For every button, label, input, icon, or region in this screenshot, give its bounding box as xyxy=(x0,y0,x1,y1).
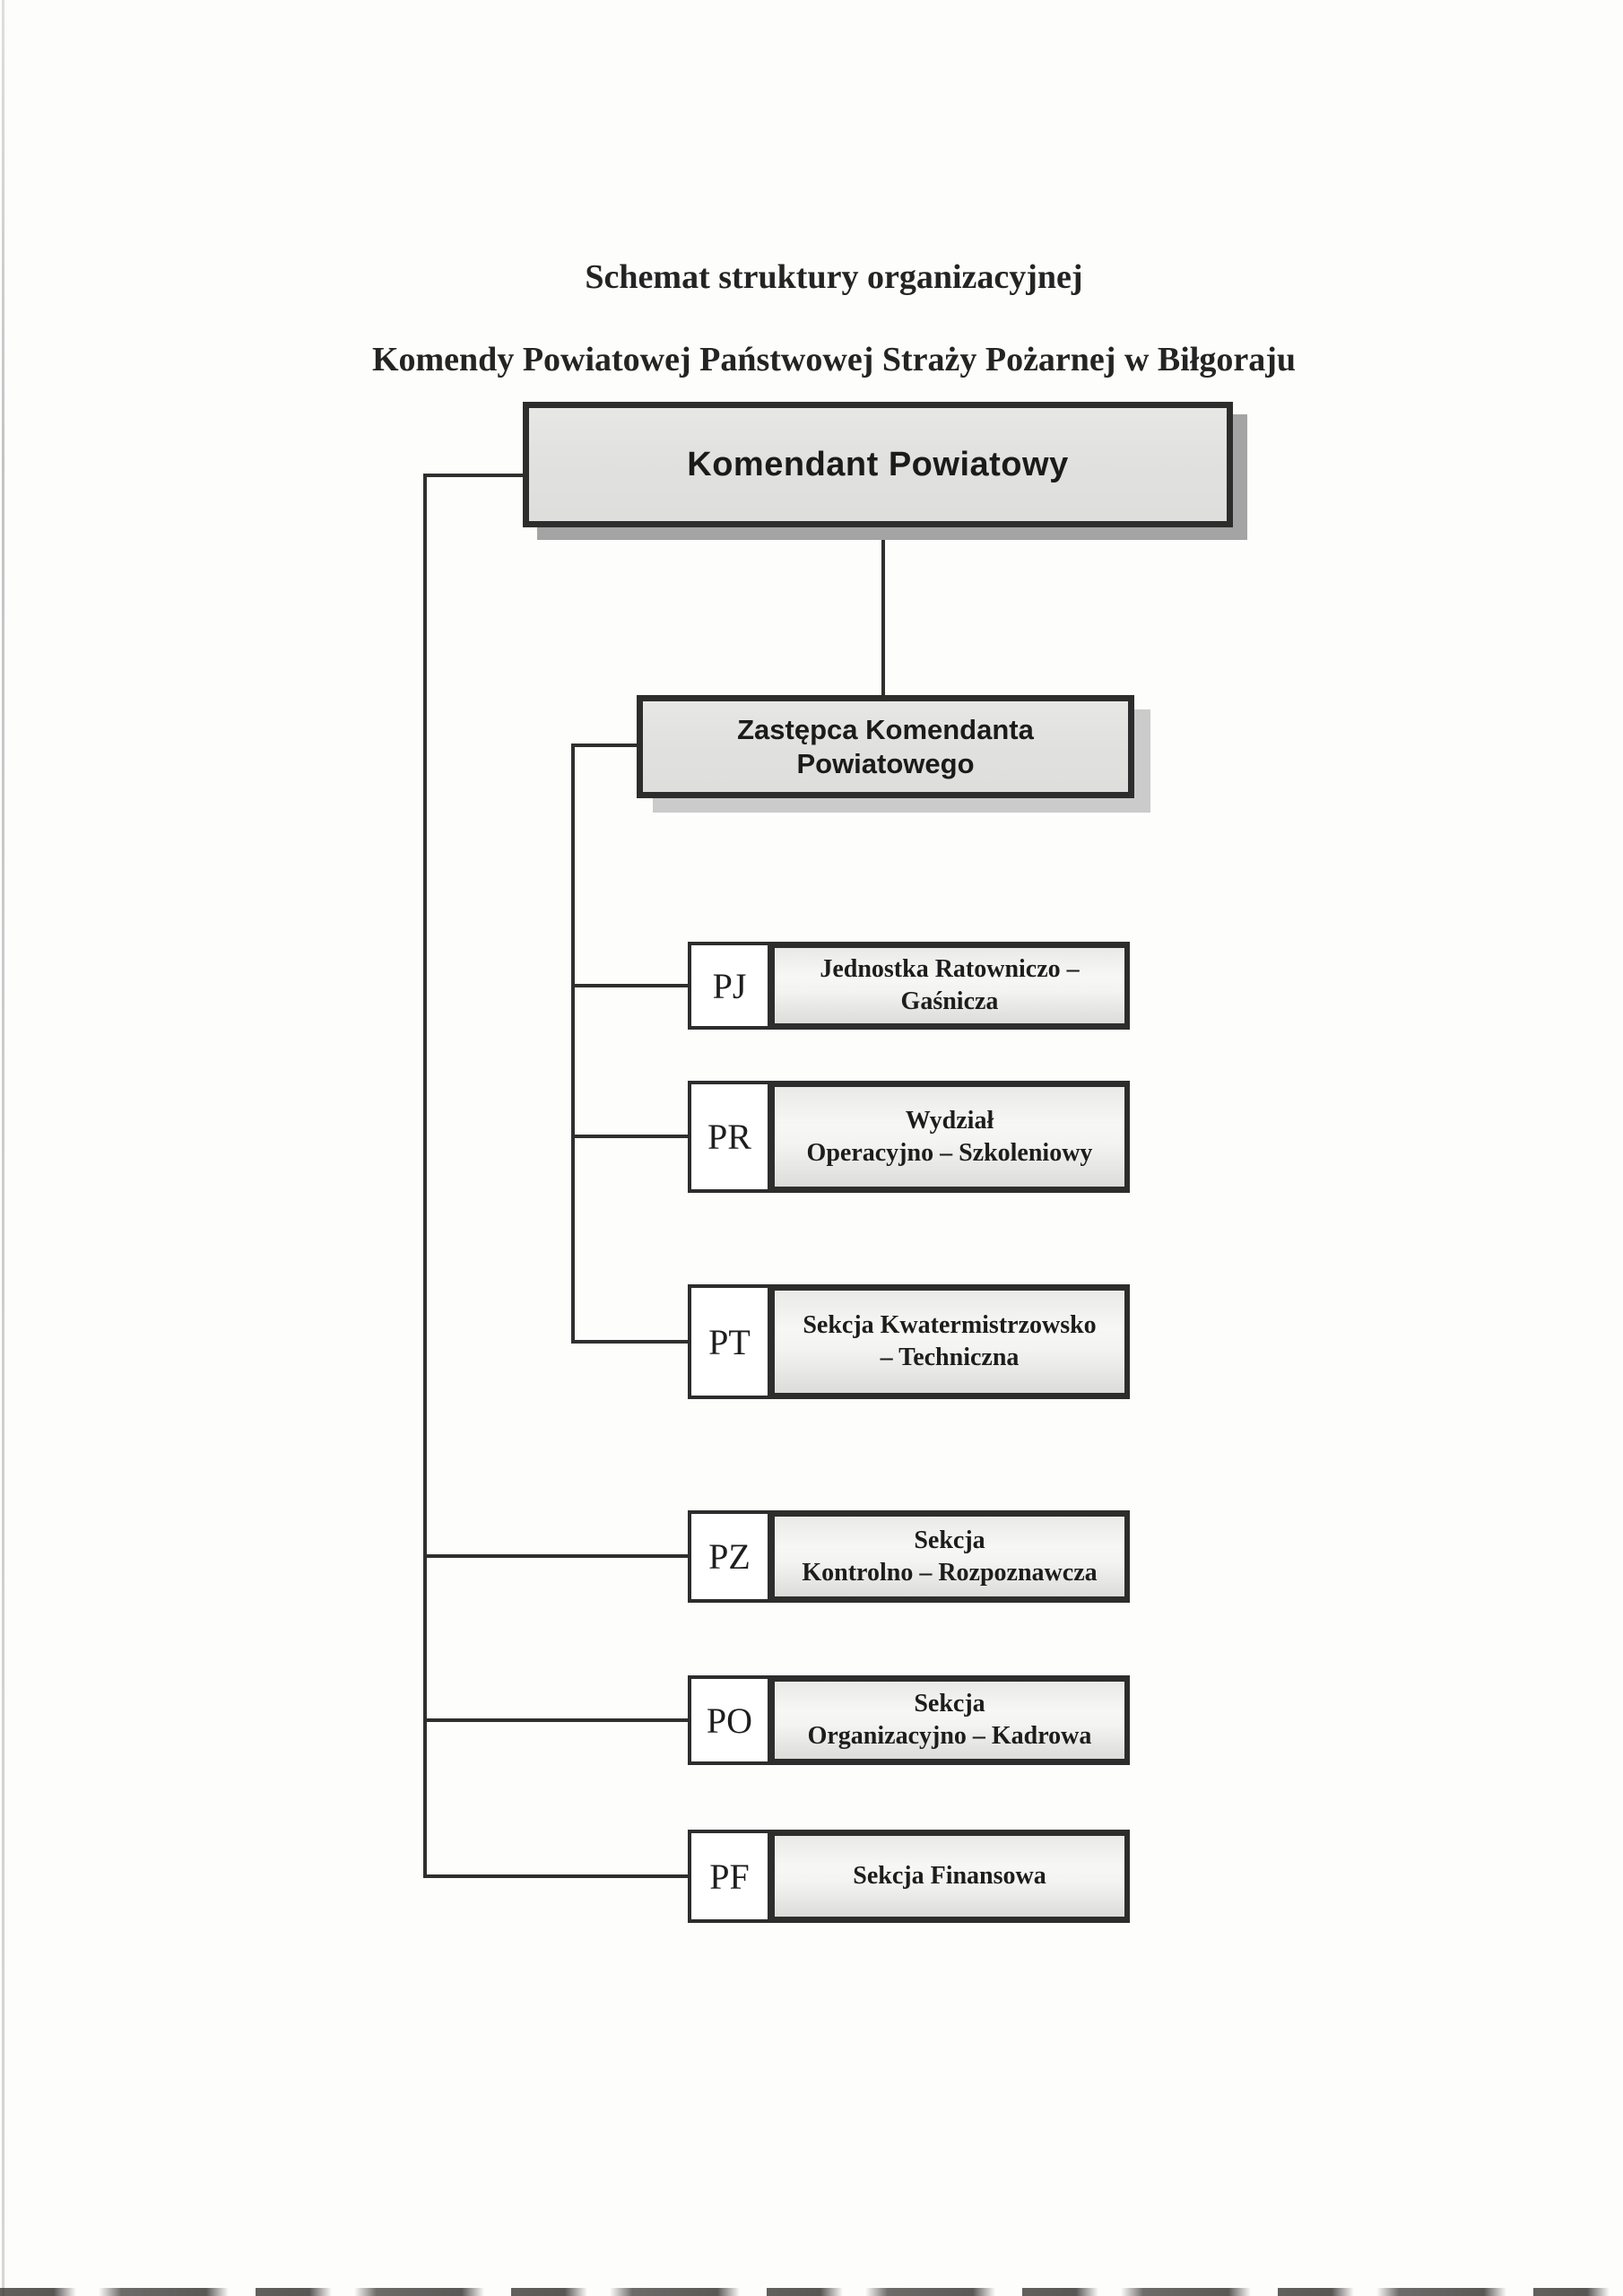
scan-artifact-left-line xyxy=(2,0,4,2296)
unit-name-label: Sekcja Organizacyjno – Kadrowa xyxy=(807,1690,1092,1750)
unit-code-label: PZ xyxy=(708,1536,751,1577)
connector-line xyxy=(427,1718,688,1722)
unit-name-label: Sekcja Finansowa xyxy=(853,1862,1046,1890)
unit-name-label: Jednostka Ratowniczo – Gaśnicza xyxy=(820,955,1080,1015)
org-unit-row-po: PO Sekcja Organizacyjno – Kadrowa xyxy=(688,1675,1130,1765)
unit-name-label: Sekcja Kwatermistrzowsko – Techniczna xyxy=(803,1311,1097,1371)
org-box-zastepca-komendanta: Zastępca Komendanta Powiatowego xyxy=(637,695,1134,798)
unit-code-label: PJ xyxy=(712,965,747,1006)
org-unit-row-pz: PZ Sekcja Kontrolno – Rozpoznawcza xyxy=(688,1510,1130,1603)
title-line-1: Schemat struktury organizacyjnej xyxy=(585,258,1083,296)
org-unit-row-pf: PF Sekcja Finansowa xyxy=(688,1830,1130,1923)
connector-line xyxy=(881,527,885,695)
unit-code-label: PR xyxy=(707,1117,751,1157)
org-box-zastepca-label: Zastępca Komendanta Powiatowego xyxy=(737,713,1034,779)
connector-line xyxy=(575,984,688,987)
page-title: Schemat struktury organizacyjnej Komendy… xyxy=(36,215,1623,380)
unit-code-label: PF xyxy=(709,1856,750,1897)
unit-name-box: Jednostka Ratowniczo – Gaśnicza xyxy=(769,942,1130,1030)
org-box-komendant-powiatowy: Komendant Powiatowy xyxy=(523,402,1233,527)
unit-code-box: PR xyxy=(688,1081,771,1193)
connector-line xyxy=(427,1874,688,1878)
unit-code-box: PJ xyxy=(688,942,771,1030)
unit-name-box: Sekcja Kontrolno – Rozpoznawcza xyxy=(769,1510,1130,1603)
connector-line xyxy=(423,474,523,477)
org-box-komendant-label: Komendant Powiatowy xyxy=(687,445,1069,483)
scan-artifact-bottom-edge xyxy=(0,2288,1623,2296)
connector-line xyxy=(571,744,575,1344)
unit-code-label: PO xyxy=(706,1700,753,1741)
connector-line xyxy=(575,1340,688,1344)
unit-name-box: Sekcja Organizacyjno – Kadrowa xyxy=(769,1675,1130,1765)
org-unit-row-pj: PJ Jednostka Ratowniczo – Gaśnicza xyxy=(688,942,1130,1030)
unit-name-box: Wydział Operacyjno – Szkoleniowy xyxy=(769,1081,1130,1193)
unit-code-box: PF xyxy=(688,1830,771,1923)
unit-code-label: PT xyxy=(708,1321,751,1362)
unit-name-label: Sekcja Kontrolno – Rozpoznawcza xyxy=(802,1526,1098,1587)
org-unit-row-pr: PR Wydział Operacyjno – Szkoleniowy xyxy=(688,1081,1130,1193)
unit-name-box: Sekcja Kwatermistrzowsko – Techniczna xyxy=(769,1284,1130,1399)
unit-code-box: PO xyxy=(688,1675,771,1765)
connector-line xyxy=(571,744,637,747)
connector-line xyxy=(575,1135,688,1138)
unit-code-box: PZ xyxy=(688,1510,771,1603)
connector-line xyxy=(427,1554,688,1558)
connector-line xyxy=(423,474,427,1878)
unit-code-box: PT xyxy=(688,1284,771,1399)
unit-name-label: Wydział Operacyjno – Szkoleniowy xyxy=(806,1106,1093,1167)
org-unit-row-pt: PT Sekcja Kwatermistrzowsko – Techniczna xyxy=(688,1284,1130,1399)
title-line-2: Komendy Powiatowej Państwowej Straży Poż… xyxy=(371,341,1297,378)
unit-name-box: Sekcja Finansowa xyxy=(769,1830,1130,1923)
